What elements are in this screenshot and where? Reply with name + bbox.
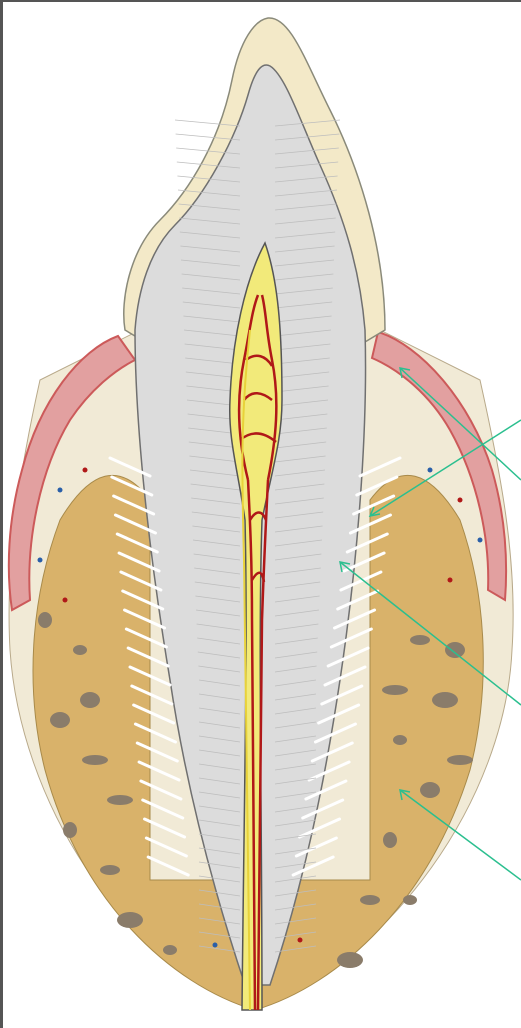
bone-pore [432,692,458,708]
vessel-dot [458,498,463,503]
bone-pore [63,822,77,838]
bone-pore [73,645,87,655]
bone-pore [100,865,120,875]
bone-pore [445,642,465,658]
vessel-dot [448,578,453,583]
vessel-dot [83,468,88,473]
bone-pore [163,945,177,955]
bone-pore [50,712,70,728]
vessel-dot [478,538,483,543]
bone-pore [393,735,407,745]
bone-pore [107,795,133,805]
vessel-dot [63,598,68,603]
vessel-dot [38,558,43,563]
bone-pore [410,635,430,645]
vessel-dot [298,938,303,943]
bone-pore [80,692,100,708]
bone-pore [383,832,397,848]
vessel-dot [213,943,218,948]
bone-pore [360,895,380,905]
bone-pore [38,612,52,628]
bone-pore [337,952,363,968]
bone-pore [403,895,417,905]
vessel-dot [58,488,63,493]
bone-pore [382,685,408,695]
bone-pore [117,912,143,928]
bone-pore [420,782,440,798]
vessel-dot [428,468,433,473]
bone-pore [447,755,473,765]
bone-pore [82,755,108,765]
